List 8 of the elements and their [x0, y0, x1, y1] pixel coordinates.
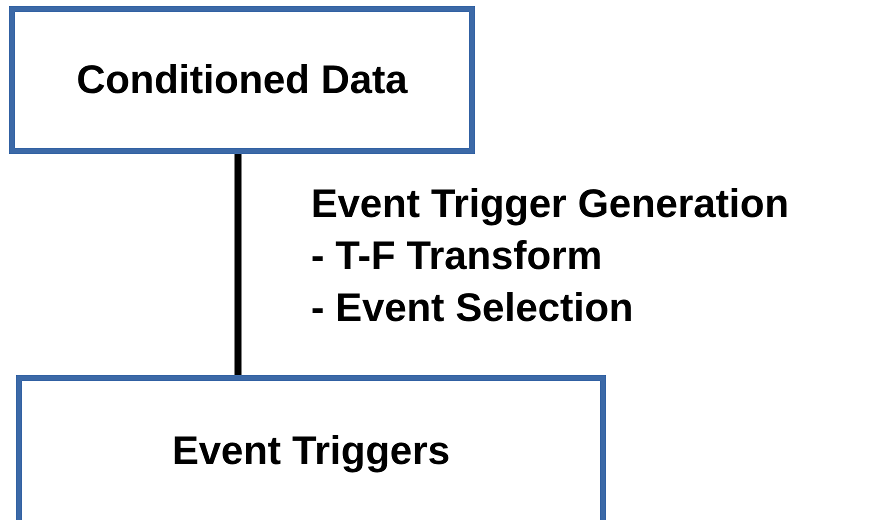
edge-label: Event Trigger Generation	[311, 181, 789, 228]
box-label: Event Triggers	[172, 428, 450, 474]
process-box	[9, 6, 475, 154]
box-label: Conditioned Data	[76, 58, 408, 102]
list-item: - T-F Transform	[311, 233, 602, 280]
process-box	[16, 375, 606, 520]
connector-line	[234, 154, 242, 375]
list-item: - Event Selection	[311, 285, 634, 332]
